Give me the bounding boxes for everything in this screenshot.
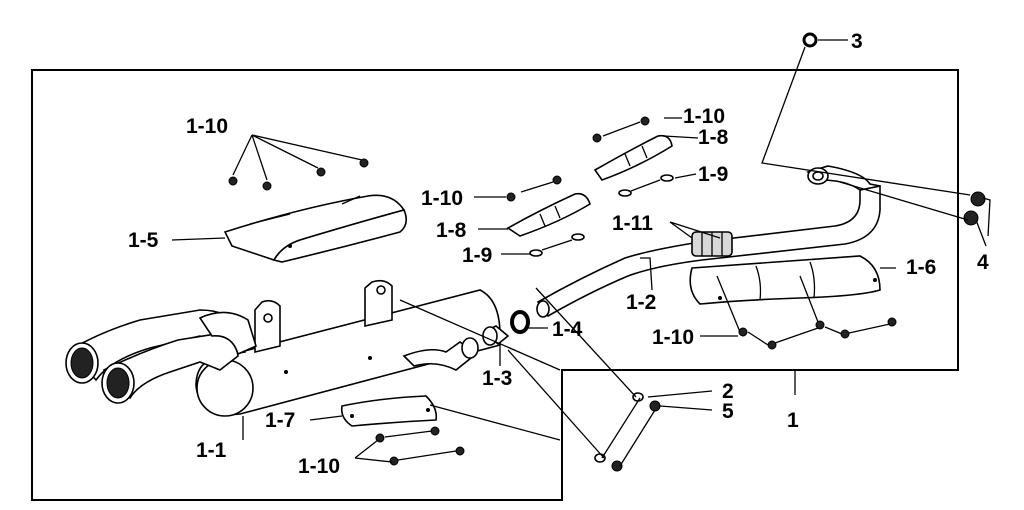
- label-1-10-top-left: 1-10: [186, 115, 228, 138]
- leader-lines: [171, 39, 991, 467]
- muffler-1-1: [195, 279, 501, 417]
- label-1-8-upper: 1-8: [698, 126, 729, 149]
- label-1-1: 1-1: [196, 439, 227, 462]
- heat-shield-1-5: [223, 194, 408, 263]
- header-pipe-1-2: [536, 165, 881, 318]
- label-1-10-top-right: 1-10: [683, 105, 725, 128]
- gasket-1-4: [510, 310, 530, 334]
- heat-shield-1-7: [340, 395, 438, 427]
- label-4: 4: [977, 251, 989, 274]
- label-1-9-lower: 1-9: [462, 244, 492, 267]
- label-1-6: 1-6: [906, 256, 936, 279]
- label-1-3: 1-3: [482, 367, 512, 390]
- label-1-9-upper: 1-9: [698, 163, 728, 186]
- heat-shield-1-8-lower: [506, 192, 591, 237]
- label-2: 2: [722, 380, 734, 403]
- label-5: 5: [722, 400, 734, 423]
- assembly-frame: [31, 69, 959, 501]
- label-1-10-right: 1-10: [652, 326, 694, 349]
- tailpipes: [65, 309, 257, 404]
- label-1-10-mid: 1-10: [421, 187, 463, 210]
- label-1-5: 1-5: [128, 229, 159, 252]
- label-1-10-bottom: 1-10: [298, 455, 340, 478]
- label-1-2: 1-2: [626, 291, 656, 314]
- heat-shield-1-8-upper: [593, 134, 673, 181]
- label-1-4: 1-4: [552, 318, 583, 341]
- label-1-7: 1-7: [265, 409, 295, 432]
- part-labels: 1-10 1-5 1-10 1-8 1-9 1-10 1-8 1-9 1-11 …: [128, 30, 989, 478]
- label-1: 1: [787, 409, 799, 432]
- label-3: 3: [851, 30, 863, 53]
- label-1-8-lower: 1-8: [436, 219, 467, 242]
- heat-shield-1-6: [689, 255, 881, 305]
- label-1-11: 1-11: [612, 212, 653, 235]
